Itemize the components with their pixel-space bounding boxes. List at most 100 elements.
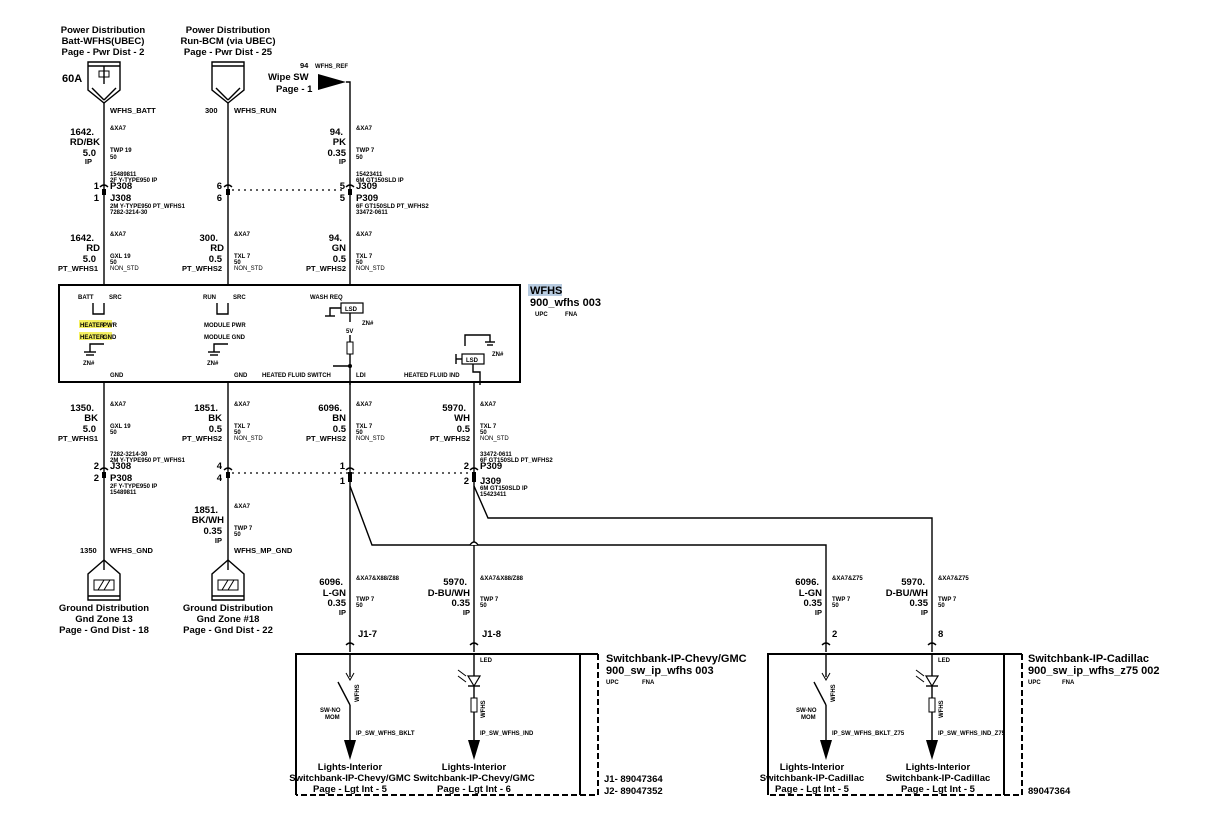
opt: &XA7 — [234, 402, 251, 408]
type: GXL 19 — [110, 254, 131, 260]
sw-wire-label-0: &XA7&X88/Z88 6096. L-GN 0.35 IP TWP 7 50 — [319, 576, 399, 617]
num: 300. — [200, 233, 219, 244]
opt: &XA7 — [480, 402, 497, 408]
run-src-symbol — [216, 303, 229, 315]
opt: &XA7 — [356, 232, 373, 238]
temp: 50 — [234, 532, 241, 538]
cad-box-solid — [767, 653, 1022, 795]
module-box — [58, 284, 521, 383]
arrow-down-icon — [926, 740, 938, 760]
wire-label-1642-rd: &XA7 1642. RD 5.0 PT_WFHS1 GXL 19 50 NON… — [58, 232, 139, 273]
lsd-label-2: LSD — [466, 358, 479, 364]
ljdesc: 2M Y-TYPE950 PT_WFHS1 — [110, 204, 186, 210]
c1pin2: 1 — [340, 476, 346, 487]
gnum: 1350 — [80, 546, 97, 555]
heater-gnd-label: GND — [103, 335, 117, 341]
opt: &XA7 — [234, 504, 251, 510]
connector-female-icon — [821, 642, 831, 646]
opt: &XA7 — [110, 232, 127, 238]
sw-wire-label-2: &XA7&Z75 6096. L-GN 0.35 IP TWP 7 50 — [795, 576, 863, 617]
temp: 50 — [234, 260, 241, 266]
lp: P308 — [110, 473, 132, 484]
run-circuit: WFHS_RUN — [234, 106, 277, 115]
color: RD — [210, 243, 224, 254]
run-chevron-r — [227, 87, 241, 101]
connector-female-icon — [469, 467, 479, 471]
switchbank-cadillac: Switchbank-IP-Cadillac 900_sw_ip_wfhs_z7… — [760, 653, 1159, 797]
fuse-icon — [98, 70, 110, 78]
rpart: 15423411 — [356, 172, 383, 178]
temp: 50 — [480, 430, 487, 436]
std: NON_STD — [356, 266, 385, 272]
tag: PT_WFHS2 — [306, 434, 346, 443]
source-batt-sub: Batt-WFHS(UBEC) — [62, 36, 145, 47]
size: 5.0 — [83, 148, 96, 159]
rpin: 5 — [340, 181, 346, 192]
rpin2: 5 — [340, 193, 346, 204]
ground-hatch-2 — [227, 579, 235, 591]
arrow-down-icon — [820, 740, 832, 760]
heater-pwr-highlight — [79, 320, 112, 328]
size: 5.0 — [83, 424, 96, 435]
connector-309-low: 2 P309 33472-0611 6F GT150SLD PT_WFHS2 2… — [464, 452, 554, 498]
heated-switch-label: HEATED FLUID SWITCH — [262, 373, 331, 379]
wire-label-1851-bkwh: &XA7 1851. BK/WH 0.35 IP TWP 7 50 WFHS_M… — [192, 504, 293, 555]
ljpart: 7282-3214-30 — [110, 210, 148, 216]
size: 0.35 — [328, 148, 347, 159]
temp: 50 — [356, 155, 363, 161]
heater-label-2: HEATER — [80, 335, 105, 341]
color: WH — [454, 413, 470, 424]
heater-gnd-highlight — [79, 332, 112, 340]
tag: PT_WFHS1 — [58, 434, 98, 443]
chevy-box-solid — [295, 653, 598, 795]
ljdesc: 2M Y-TYPE950 PT_WFHS1 — [110, 458, 186, 464]
dest2: Lights-Interior — [442, 762, 507, 773]
cad-ckt2: IP_SW_WFHS_IND_Z75 — [938, 731, 1006, 737]
cad-led-wfhs: WFHS — [939, 700, 945, 718]
connector-pin — [472, 472, 476, 482]
chevy-j2: J2- 89047352 — [604, 786, 663, 797]
gnd-pin-label-1: GND — [110, 373, 124, 379]
connector-pin — [102, 472, 106, 478]
run-src-label: SRC — [233, 295, 246, 301]
lsd-label-1: LSD — [345, 307, 358, 313]
size: 0.5 — [209, 254, 223, 265]
temp: 50 — [110, 260, 117, 266]
heated-ind-label: HEATED FLUID IND — [404, 373, 460, 379]
std: NON_STD — [234, 266, 263, 272]
run-label: RUN — [203, 295, 216, 301]
sw-no-label: SW-NO — [320, 708, 341, 714]
led-label: LED — [480, 658, 493, 664]
ground-hatch-2 — [103, 579, 111, 591]
fuse-chevron-l — [91, 87, 105, 101]
source-wipe: 94 WFHS_REF Wipe SW Page - 1 — [268, 61, 351, 160]
cad-dest1: Lights-Interior — [780, 762, 845, 773]
tag: PT_WFHS2 — [430, 434, 470, 443]
temp: 50 — [234, 430, 241, 436]
module-upc: UPC — [535, 312, 548, 318]
lj: J308 — [110, 461, 131, 472]
ground-1: 1350 WFHS_GND Ground Distribution Gnd Zo… — [59, 546, 154, 636]
lj: J308 — [110, 193, 131, 204]
tag: IP — [463, 608, 470, 617]
chevy-pin-2: J1-8 — [482, 629, 501, 640]
num: 5970. — [442, 403, 466, 414]
opt: &XA7&X88/Z88 — [356, 576, 400, 582]
ground-symbol-icon — [93, 579, 115, 591]
lpin2: 1 — [94, 193, 100, 204]
size: 0.5 — [333, 424, 347, 435]
connector-pin — [348, 189, 352, 195]
wire-label-1851-bk: &XA7 1851. BK 0.5 PT_WFHS2 TXL 7 50 NON_… — [182, 402, 263, 443]
size: 5.0 — [83, 254, 96, 265]
type: TWP 7 — [832, 597, 851, 603]
module-name-highlight — [528, 284, 562, 296]
source-batt-title: Power Distribution — [61, 25, 146, 36]
light-ray-icon — [457, 669, 467, 677]
size: 0.5 — [333, 254, 347, 265]
run-source-shape — [211, 61, 245, 104]
rj: J309 — [356, 181, 377, 192]
type: TXL 7 — [480, 424, 497, 430]
size: 0.5 — [457, 424, 471, 435]
color: BK/WH — [192, 515, 224, 526]
cad-dest2: Lights-Interior — [906, 762, 971, 773]
